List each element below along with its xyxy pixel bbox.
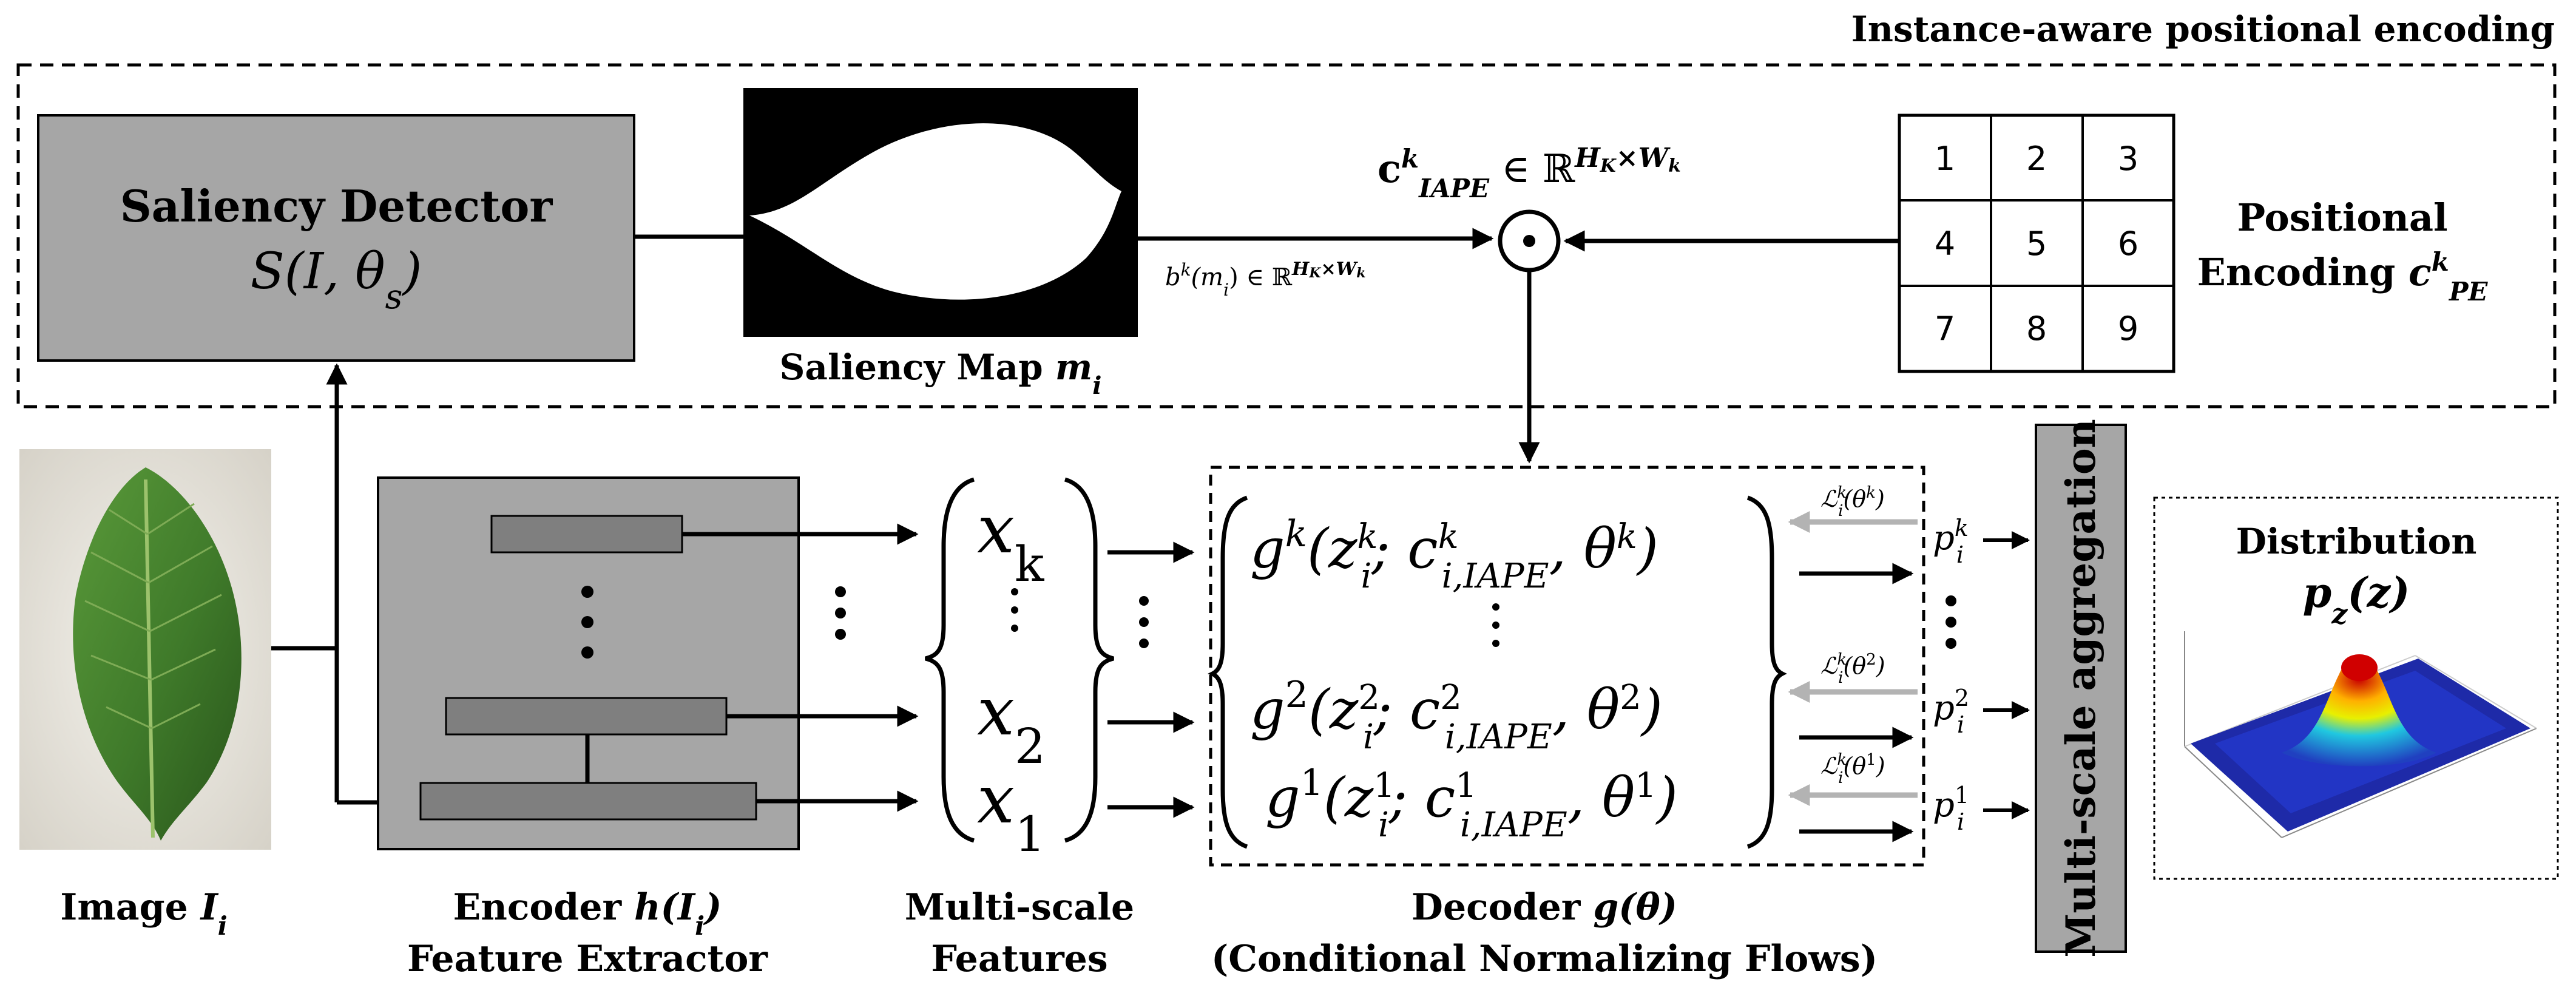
encoder-layer-k (490, 515, 683, 554)
features-caption-line2: Features (931, 938, 1107, 980)
mask-downsample-label: bk(mi) ∈ ℝHK×Wk (1165, 259, 1366, 300)
encoder-box (377, 476, 800, 850)
pe-label-line1: Positional (2237, 195, 2447, 240)
saliency-detector-box: Saliency Detector S(I, θs) (37, 114, 635, 362)
saliency-leaf-mask (749, 123, 1121, 300)
aggregation-label: Multi-scale aggregation (2057, 419, 2104, 958)
saliency-map-image (743, 88, 1138, 337)
ellipsis-dots (1946, 595, 1956, 649)
pe-cell: 9 (2118, 310, 2138, 348)
pe-cell: 6 (2118, 225, 2138, 263)
aggregation-box (2035, 424, 2127, 953)
features-brace-group: xk x2 x1 (925, 477, 1114, 862)
decoder-caption-line2: (Conditional Normalizing Flows) (1211, 938, 1878, 980)
distribution-formula: pz(z) (2303, 569, 2410, 630)
decoder-frame (1209, 466, 1925, 867)
ellipsis-dots (835, 586, 846, 640)
pe-label-line2: Encoding ckPE (2197, 247, 2489, 307)
feature-x-k: xk (977, 490, 1045, 592)
saliency-map-caption: Saliency Map mi (780, 347, 1102, 400)
ellipsis-dots (1492, 603, 1499, 647)
encoder-caption-line2: Feature Extractor (407, 938, 768, 980)
hadamard-product-node (1498, 209, 1561, 273)
features-caption-line1: Multi-scale (905, 886, 1134, 929)
iape-section-title: Instance-aware positional encoding (1851, 8, 2555, 50)
encoder-layer-1 (419, 782, 757, 821)
decoder-left-brace (1208, 495, 1248, 849)
pe-cell: 1 (1935, 140, 1955, 178)
encoder-caption-line1: Encoder h(Ii) (453, 886, 722, 941)
feature-x-2: x2 (977, 672, 1046, 774)
pe-cell: 7 (1935, 310, 1955, 348)
saliency-detector-title: Saliency Detector (120, 180, 553, 232)
pe-cell: 2 (2026, 140, 2047, 178)
input-leaf-photo (19, 449, 271, 850)
iape-frame (16, 63, 2557, 408)
pe-cell: 4 (1935, 225, 1955, 263)
decoder-caption-line1: Decoder g(θ) (1411, 886, 1677, 929)
leaf-shape (73, 467, 242, 841)
iape-label: ckIAPE ∈ ℝHK×Wk (1378, 143, 1681, 203)
input-image-caption: Image Ii (60, 886, 228, 941)
feature-x-1: x1 (977, 761, 1046, 862)
positional-encoding-grid: 1 2 3 4 5 6 7 8 9 (1898, 113, 2175, 373)
decoder-right-brace (1746, 495, 1787, 849)
ellipsis-dots (1139, 596, 1149, 648)
pe-cell: 3 (2118, 140, 2138, 178)
pe-cell: 8 (2026, 310, 2047, 348)
gaussian-surface-plot (2184, 631, 2537, 838)
pe-cell: 5 (2026, 225, 2047, 263)
encoder-layer-2 (445, 697, 728, 736)
distribution-title: Distribution (2236, 521, 2477, 562)
saliency-detector-formula: S(I, θs) (251, 243, 422, 317)
